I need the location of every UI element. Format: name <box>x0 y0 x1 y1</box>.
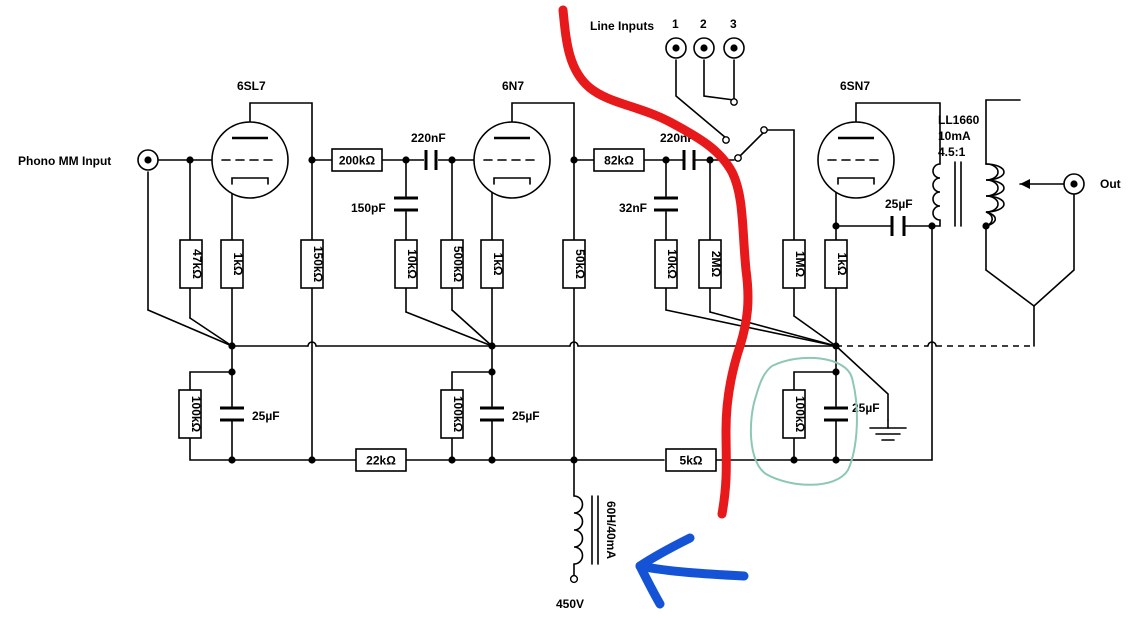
tube-6sl7-label: 6SL7 <box>237 79 266 93</box>
capacitors <box>220 148 906 422</box>
transformer-ratio: 4.5:1 <box>938 145 966 159</box>
r-47k-label: 47kΩ <box>190 249 204 279</box>
r-150k-label: 150kΩ <box>311 246 325 283</box>
ground-icon <box>869 419 907 441</box>
tube-6n7-label: 6N7 <box>502 79 524 93</box>
blue-arrow-annotation <box>635 533 749 609</box>
tube-6n7 <box>473 121 551 199</box>
c-150p-label: 150pF <box>351 201 386 215</box>
jack-1-label: 1 <box>672 17 679 31</box>
supply-voltage-label: 450V <box>556 597 584 611</box>
r-200k-label: 200kΩ <box>339 154 376 168</box>
r-100k-b-label: 100kΩ <box>451 396 465 433</box>
choke-inductor <box>569 495 599 584</box>
resistor-labels: 47kΩ 1kΩ 150kΩ 10kΩ 500kΩ 1kΩ 50kΩ 10kΩ … <box>189 154 849 468</box>
phono-jack <box>137 149 159 171</box>
r-1m-label: 1MΩ <box>793 251 807 278</box>
r-2m-label: 2MΩ <box>709 251 723 278</box>
c-220n-a-label: 220nF <box>411 131 446 145</box>
tube-6sn7 <box>817 121 895 199</box>
c-25u-a-label: 25µF <box>252 409 280 423</box>
r-5k-label: 5kΩ <box>680 454 703 468</box>
r-500k-label: 500kΩ <box>451 246 465 283</box>
transformer-current: 10mA <box>938 129 971 143</box>
out-jack <box>1063 173 1085 195</box>
c-32n-label: 32nF <box>619 201 647 215</box>
line-inputs-label: Line Inputs <box>590 19 654 33</box>
transformer-name: LL1660 <box>938 113 980 127</box>
r-10k-a-label: 10kΩ <box>405 249 419 279</box>
r-10k-b-label: 10kΩ <box>665 249 679 279</box>
out-label: Out <box>1100 177 1121 191</box>
resistor-boxes <box>178 148 848 472</box>
tube-6sn7-label: 6SN7 <box>840 79 870 93</box>
capacitor-labels: 220nF 150pF 220nF 32nF 25µF 25µF 25µF 25… <box>252 131 913 423</box>
phono-input-label: Phono MM Input <box>18 154 111 168</box>
r-82k-label: 82kΩ <box>604 154 634 168</box>
r-1k-a-label: 1kΩ <box>231 253 245 276</box>
tube-6sl7 <box>211 121 289 199</box>
r-100k-a-label: 100kΩ <box>189 396 203 433</box>
c-25u-out-label: 25µF <box>885 197 913 211</box>
r-50k-label: 50kΩ <box>573 249 587 279</box>
wires <box>147 59 1075 577</box>
jack-2-label: 2 <box>700 17 707 31</box>
jack-3-label: 3 <box>730 17 737 31</box>
r-100k-c-label: 100kΩ <box>793 396 807 433</box>
red-annotation-line <box>558 5 753 519</box>
c-25u-b-label: 25µF <box>512 409 540 423</box>
junctions <box>186 156 990 464</box>
line-input-jacks <box>665 37 745 59</box>
choke-label: 60H/40mA <box>604 501 618 559</box>
c-25u-c-label: 25µF <box>852 401 880 415</box>
r-1k-b-label: 1kΩ <box>491 253 505 276</box>
input-selector-switch <box>722 98 768 162</box>
r-22k-label: 22kΩ <box>366 454 396 468</box>
green-annotation-circle <box>749 356 858 486</box>
tube-labels: 6SL7 6N7 6SN7 <box>237 79 870 93</box>
r-1k-c-label: 1kΩ <box>835 253 849 276</box>
output-transformer <box>931 161 1005 227</box>
